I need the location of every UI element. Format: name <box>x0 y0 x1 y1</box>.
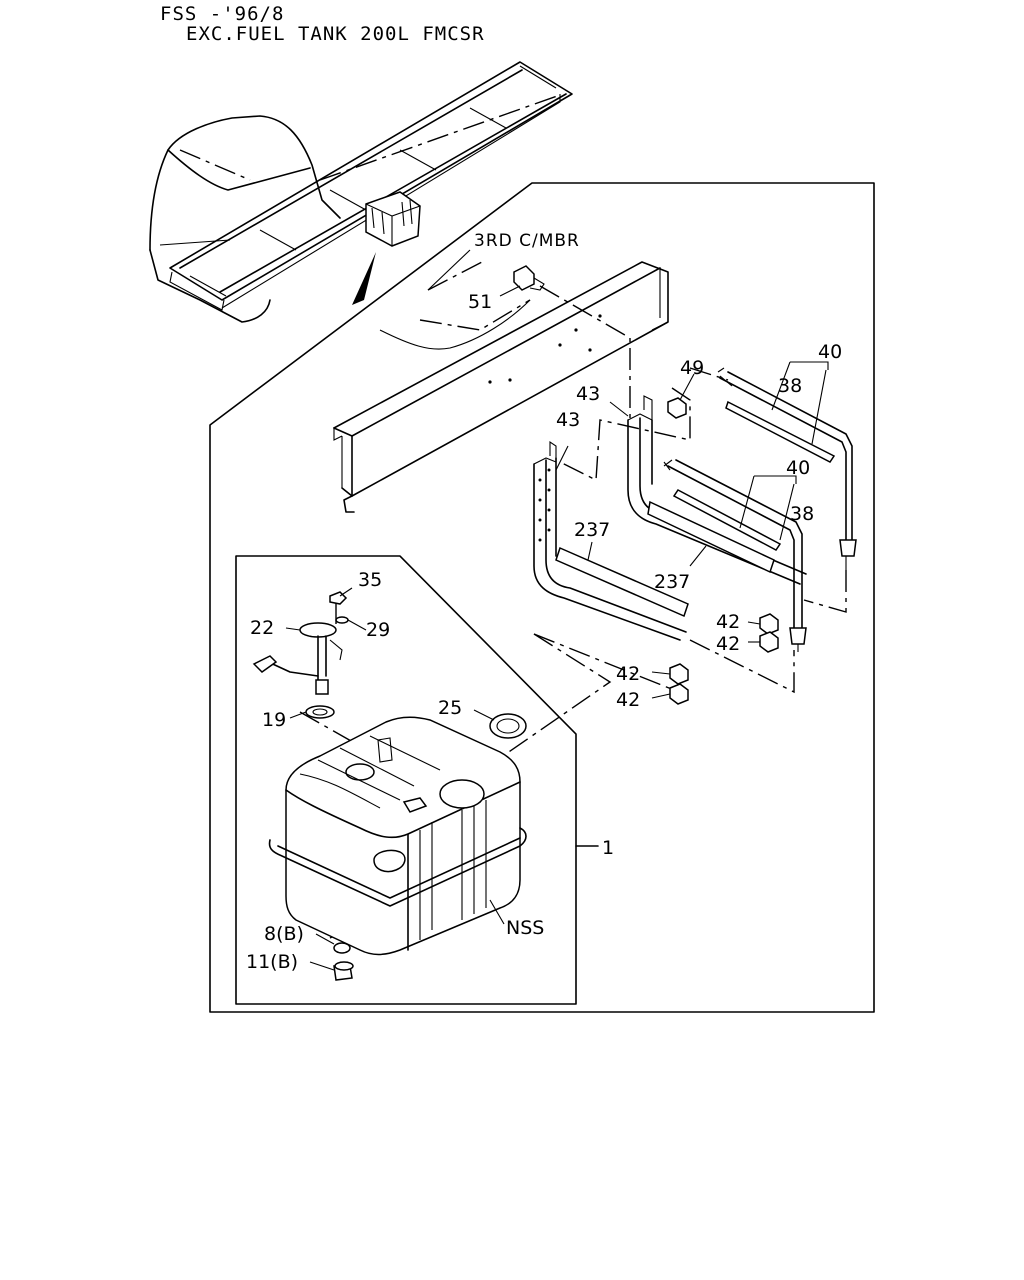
nut-42-front-bottom <box>669 683 689 705</box>
label-part-42-front-top: 42 <box>616 663 640 685</box>
nut-42-rear-top <box>759 613 779 635</box>
label-part-38-rear: 38 <box>778 375 802 397</box>
label-part-1: 1 <box>602 837 614 859</box>
leader-lines <box>285 249 829 971</box>
label-part-40-front: 40 <box>786 457 810 479</box>
fuel-gauge-unit <box>252 622 343 695</box>
header-model-line: FSS -'96/8 <box>160 3 285 25</box>
cross-member <box>333 261 669 513</box>
label-part-42-front-bottom: 42 <box>616 689 640 711</box>
rubber-pad-front <box>555 546 689 618</box>
hanger-bracket-rear <box>627 395 807 585</box>
label-3rd-cross-member: 3RD C/MBR <box>474 231 580 251</box>
label-part-237-rear: 237 <box>654 571 690 593</box>
label-part-25: 25 <box>438 697 462 719</box>
detail-frame <box>209 182 875 1013</box>
label-part-38-front: 38 <box>790 503 814 525</box>
nut-49 <box>667 397 687 419</box>
gasket-19 <box>305 705 335 719</box>
label-part-51: 51 <box>468 291 492 313</box>
bolt-51 <box>513 265 545 291</box>
washer-29 <box>335 616 349 624</box>
diagram-header: FSS -'96/8 EXC.FUEL TANK 200L FMCSR <box>160 4 485 44</box>
label-part-49: 49 <box>680 357 704 379</box>
label-part-40-rear: 40 <box>818 341 842 363</box>
label-part-22: 22 <box>250 617 274 639</box>
label-part-29: 29 <box>366 619 390 641</box>
label-part-19: 19 <box>262 709 286 731</box>
label-part-42-rear-top: 42 <box>716 611 740 633</box>
strap-front <box>663 459 807 652</box>
strap-rear <box>717 367 857 570</box>
drain-washer-8 <box>333 942 351 954</box>
truck-overview <box>149 61 573 323</box>
label-nss: NSS <box>506 917 544 939</box>
part-labels: 3RD C/MBR 51 49 40 38 43 43 40 38 237 23… <box>246 231 842 973</box>
label-part-11: 11(B) <box>246 951 298 973</box>
label-part-237-front: 237 <box>574 519 610 541</box>
fuel-tank <box>268 716 527 956</box>
label-part-42-rear-bottom: 42 <box>716 633 740 655</box>
rubber-pad-rear <box>647 500 775 574</box>
fuel-tank-subframe <box>235 555 577 1005</box>
filler-ring-25 <box>489 713 527 739</box>
drain-plug-11 <box>333 961 354 981</box>
hanger-bracket-front <box>533 440 687 641</box>
label-part-43-rear: 43 <box>576 383 600 405</box>
label-part-35: 35 <box>358 569 382 591</box>
label-part-43-front: 43 <box>556 409 580 431</box>
nut-42-front-top <box>669 663 689 685</box>
nut-42-rear-bottom <box>759 631 779 653</box>
label-part-8: 8(B) <box>264 923 304 945</box>
header-description-line: EXC.FUEL TANK 200L FMCSR <box>186 23 485 45</box>
